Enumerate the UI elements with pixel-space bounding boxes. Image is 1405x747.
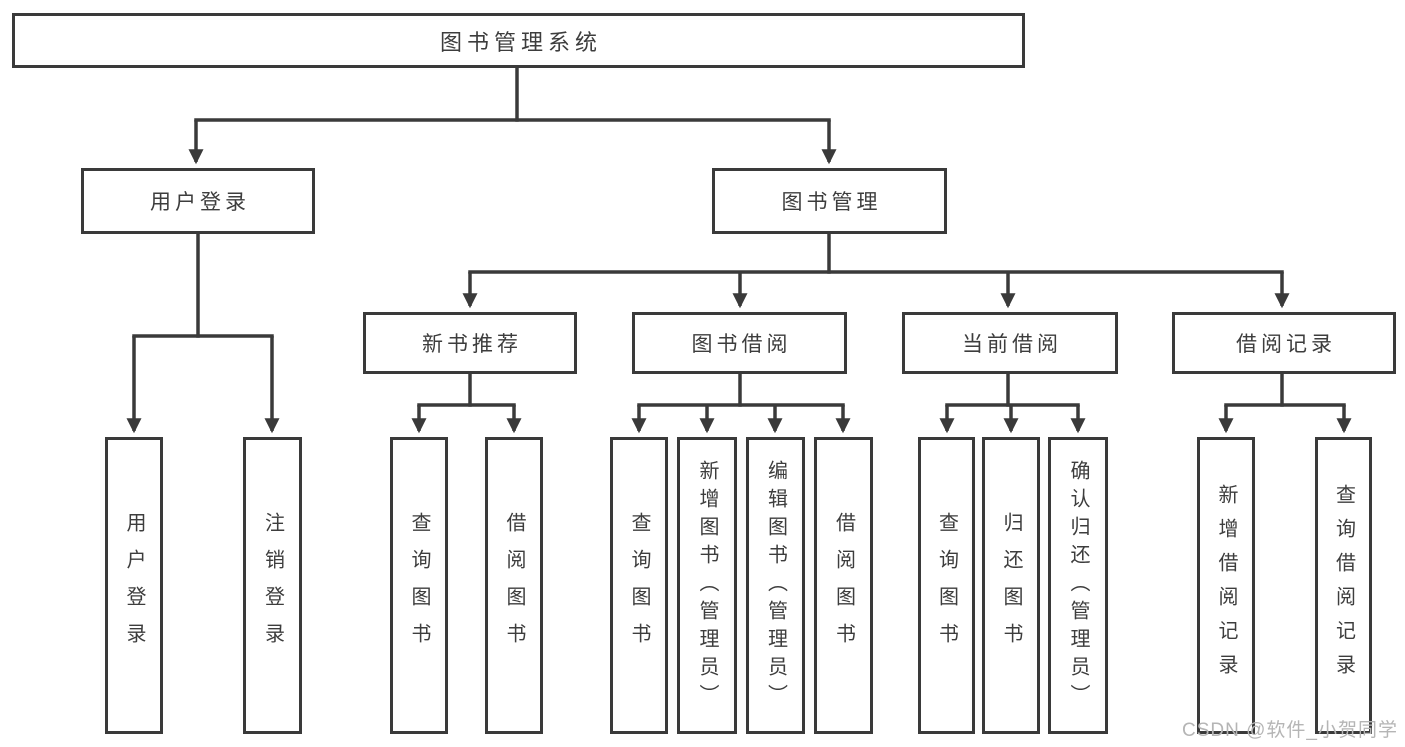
node-book-borrowing: 图书借阅	[632, 312, 847, 374]
leaf-logout: 注销登录	[243, 437, 302, 734]
node-book-management: 图书管理	[712, 168, 947, 234]
leaf-query-books-current: 查询图书	[918, 437, 975, 734]
leaf-query-books-recommend: 查询图书	[390, 437, 448, 734]
node-user-login: 用户登录	[81, 168, 315, 234]
node-root: 图书管理系统	[12, 13, 1025, 68]
leaf-edit-book-admin: 编辑图书（管理员）	[746, 437, 805, 734]
leaf-add-book-admin: 新增图书（管理员）	[677, 437, 737, 734]
leaf-query-books-borrowing: 查询图书	[610, 437, 668, 734]
leaf-borrow-books-borrowing: 借阅图书	[814, 437, 873, 734]
leaf-query-borrow-record: 查询借阅记录	[1315, 437, 1372, 734]
leaf-confirm-return-admin: 确认归还（管理员）	[1048, 437, 1108, 734]
node-new-book-recommendation: 新书推荐	[363, 312, 577, 374]
leaf-borrow-books-recommend: 借阅图书	[485, 437, 543, 734]
leaf-add-borrow-record: 新增借阅记录	[1197, 437, 1255, 734]
leaf-return-book: 归还图书	[982, 437, 1040, 734]
node-current-borrowing: 当前借阅	[902, 312, 1118, 374]
leaf-user-login: 用户登录	[105, 437, 163, 734]
node-borrowing-records: 借阅记录	[1172, 312, 1396, 374]
